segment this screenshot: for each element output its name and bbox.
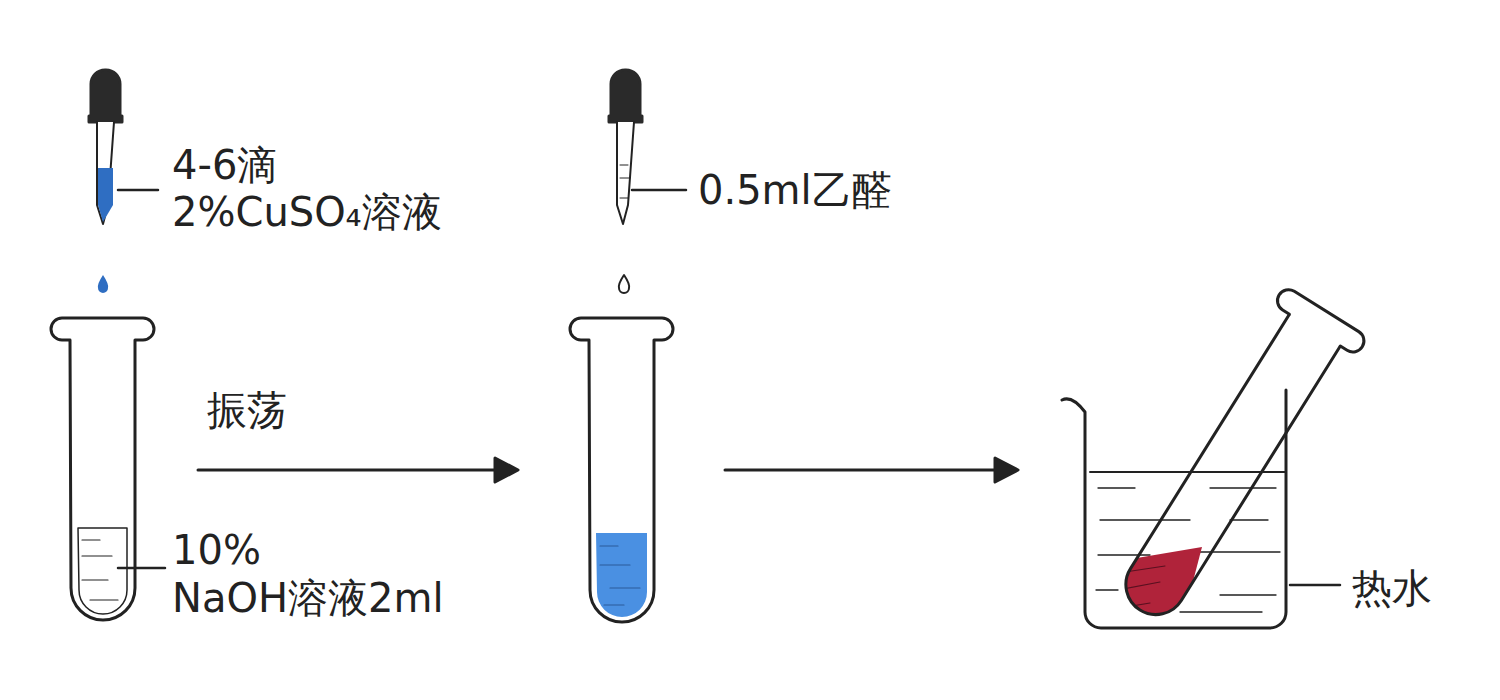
- annotation-label: 热水: [1350, 566, 1434, 610]
- annotation-label: 10%: [170, 528, 263, 572]
- annotation-label: 振荡: [205, 388, 289, 432]
- annotation-label: 4-6滴: [170, 143, 279, 187]
- annotation-label: 2%CuSO₄溶液: [170, 190, 444, 234]
- annotation-label: 0.5ml乙醛: [696, 168, 894, 212]
- annotation-label: NaOH溶液2ml: [170, 576, 446, 620]
